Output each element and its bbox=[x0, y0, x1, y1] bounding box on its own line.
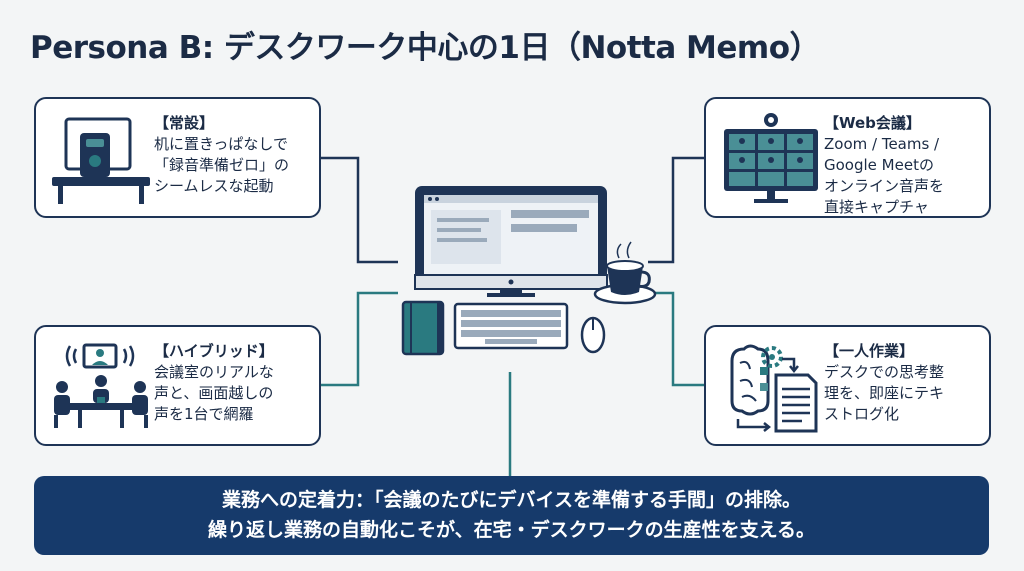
banner-line: 繰り返し業務の自動化こそが、在宅・デスクワークの生産性を支える。 bbox=[207, 519, 816, 541]
card-label: 【一人作業】 bbox=[824, 342, 915, 360]
card-hybrid: 【ハイブリッド】 会議室のリアルな 声と、画面越しの 声を1台で網羅 bbox=[34, 325, 321, 446]
hybrid-meeting-icon bbox=[54, 343, 148, 428]
connector-web bbox=[648, 156, 704, 264]
page-title: Persona B: デスクワーク中心の1日（Notta Memo） bbox=[30, 30, 821, 66]
desk-device-icon bbox=[52, 117, 150, 204]
card-text-line: 「録音準備ゼロ」の bbox=[154, 156, 290, 174]
card-label: 【Web会議】 bbox=[824, 114, 921, 132]
notebook-icon bbox=[401, 300, 445, 356]
card-text-line: シームレスな起動 bbox=[154, 177, 274, 195]
card-text-line: Zoom / Teams / bbox=[824, 135, 940, 153]
monitor-icon bbox=[414, 186, 608, 297]
connector-hybrid bbox=[321, 291, 398, 387]
card-text-line: 声を1台で網羅 bbox=[154, 405, 254, 423]
keyboard-icon bbox=[453, 302, 569, 350]
card-text-line: 声と、画面越しの bbox=[154, 384, 274, 402]
card-text-line: 会議室のリアルな bbox=[154, 363, 274, 381]
card-text-line: ストログ化 bbox=[824, 405, 900, 423]
brain-to-document-icon bbox=[730, 344, 818, 433]
summary-banner: 業務への定着力：「会議のたびにデバイスを準備する手間」の排除。 繰り返し業務の自… bbox=[34, 476, 989, 555]
card-label: 【常設】 bbox=[154, 114, 215, 132]
card-solo-work: 【一人作業】 デスクでの思考整 理を、即座にテキ ストログ化 bbox=[704, 325, 991, 446]
connector-solo bbox=[648, 291, 704, 387]
card-text-line: オンライン音声を bbox=[824, 177, 945, 195]
card-jousetsu: 【常設】 机に置きっぱなしで 「録音準備ゼロ」の シームレスな起動 bbox=[34, 97, 321, 218]
connector-jousetsu bbox=[321, 156, 398, 264]
card-text-line: Google Meetの bbox=[824, 156, 934, 174]
card-text-line: 理を、即座にテキ bbox=[824, 384, 945, 402]
mouse-icon bbox=[580, 316, 606, 354]
desk-setup-illustration bbox=[401, 186, 657, 356]
banner-line: 業務への定着力：「会議のたびにデバイスを準備する手間」の排除。 bbox=[222, 489, 801, 511]
video-conference-icon bbox=[724, 113, 818, 203]
card-text-line: 直接キャプチャ bbox=[824, 198, 929, 216]
coffee-cup-icon bbox=[593, 241, 657, 305]
card-label: 【ハイブリッド】 bbox=[154, 342, 274, 360]
card-web-meeting: 【Web会議】 Zoom / Teams / Google Meetの オンライ… bbox=[704, 97, 991, 218]
card-text-line: デスクでの思考整 bbox=[824, 363, 945, 381]
card-text-line: 机に置きっぱなしで bbox=[154, 135, 288, 153]
